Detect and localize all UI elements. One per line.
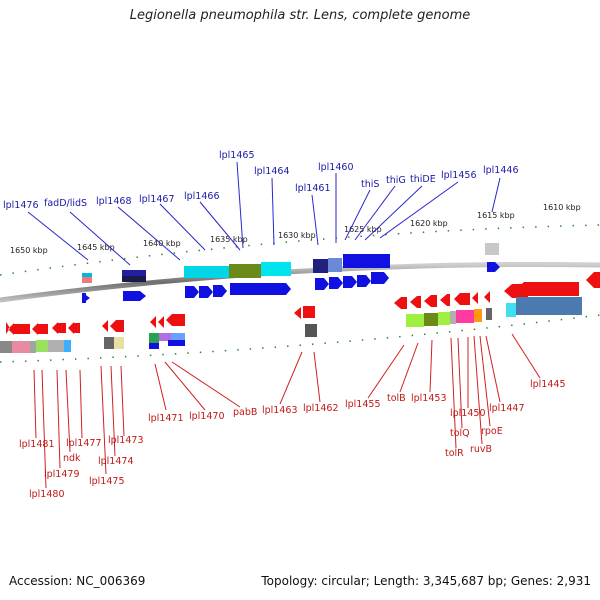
gene-block-1462: [305, 324, 317, 337]
ruler-track-bottom: [0, 314, 600, 363]
gene-label: lpl1446: [483, 165, 519, 176]
gene-label: lpl1455: [345, 399, 381, 410]
gene-label: lpl1470: [189, 411, 225, 422]
bottom-labels: lpl1481 lpl1480 lpl1479 ndk lpl1477 lpl1…: [19, 379, 566, 500]
ruler-label: 1650 kbp: [10, 246, 48, 255]
gene-block-1445: [506, 297, 582, 317]
accession-text: Accession: NC_006369: [9, 574, 146, 588]
forward-features: [82, 243, 500, 303]
top-labels: lpl1476 fadD/lidS lpl1468 lpl1467 lpl146…: [3, 150, 519, 211]
gene-label: lpl1477: [66, 438, 102, 449]
gene-group-1466: [184, 262, 291, 298]
gene-group-1471: [150, 314, 185, 328]
gene-label: lpl1475: [89, 476, 125, 487]
gene-label: tolR: [445, 448, 464, 459]
gene-label: tolQ: [450, 428, 470, 439]
genome-backbone: [0, 261, 600, 303]
gene-group-1476: [82, 273, 92, 303]
reverse-features: [0, 272, 600, 353]
gene-label: lpl1460: [318, 162, 354, 173]
ruler-label: 1640 kbp: [143, 239, 181, 248]
gene-group-1468: [122, 270, 146, 301]
gene-label: rpoE: [481, 426, 503, 437]
gene-group-1445: [504, 272, 600, 298]
gene-label: lpl1476: [3, 200, 39, 211]
gene-block-1471: [149, 333, 185, 349]
ruler-label: 1630 kbp: [278, 231, 316, 240]
gene-group-1475: [102, 320, 124, 332]
ruler-label: 1620 kbp: [410, 219, 448, 228]
ruler-label: 1610 kbp: [543, 203, 581, 212]
gene-label: lpl1468: [96, 196, 132, 207]
gene-label: lpl1453: [411, 393, 447, 404]
gene-label: lpl1479: [44, 469, 80, 480]
gene-label: lpl1465: [219, 150, 255, 161]
top-leader-lines: [27, 161, 501, 266]
gene-block-1455: [406, 308, 492, 327]
gene-label: lpl1473: [108, 435, 144, 446]
gene-label: thiDE: [410, 174, 436, 185]
ruler-label: 1615 kbp: [477, 211, 515, 220]
genome-summary-text: Topology: circular; Length: 3,345,687 bp…: [261, 574, 591, 588]
gene-label: lpl1456: [441, 170, 477, 181]
gene-block-1481: [0, 340, 71, 353]
ruler-label: 1645 kbp: [77, 243, 115, 252]
map-title: Legionella pneumophila str. Lens, comple…: [129, 8, 471, 23]
gene-label: thiS: [361, 179, 379, 190]
gene-label: lpl1445: [530, 379, 566, 390]
gene-group-1461: [313, 254, 390, 290]
gene-label: lpl1447: [489, 403, 525, 414]
gene-label: lpl1474: [98, 456, 134, 467]
gene-group-1463: [294, 306, 315, 319]
bottom-leader-lines: [33, 333, 541, 489]
gene-group-1446: [485, 243, 500, 272]
gene-label: lpl1463: [262, 405, 298, 416]
gene-label: ruvB: [470, 444, 492, 455]
gene-label: lpl1481: [19, 439, 55, 450]
gene-label: thiG: [386, 175, 406, 186]
gene-label: lpl1461: [295, 183, 331, 194]
gene-label: lpl1462: [303, 403, 339, 414]
gene-label: tolB: [387, 393, 406, 404]
gene-label: pabB: [233, 407, 257, 418]
gene-block-1475: [104, 337, 124, 349]
gene-group-1481: [0, 322, 80, 335]
gene-label: lpl1480: [29, 489, 65, 500]
gene-label: ndk: [63, 453, 81, 464]
gene-group-1455: [394, 291, 490, 309]
gene-label: lpl1471: [148, 413, 184, 424]
ruler-label: 1635 kbp: [210, 235, 248, 244]
gene-label: fadD/lidS: [44, 198, 87, 209]
gene-label: lpl1466: [184, 191, 220, 202]
gene-label: lpl1450: [450, 408, 486, 419]
gene-label: lpl1467: [139, 194, 175, 205]
gene-label: lpl1464: [254, 166, 290, 177]
